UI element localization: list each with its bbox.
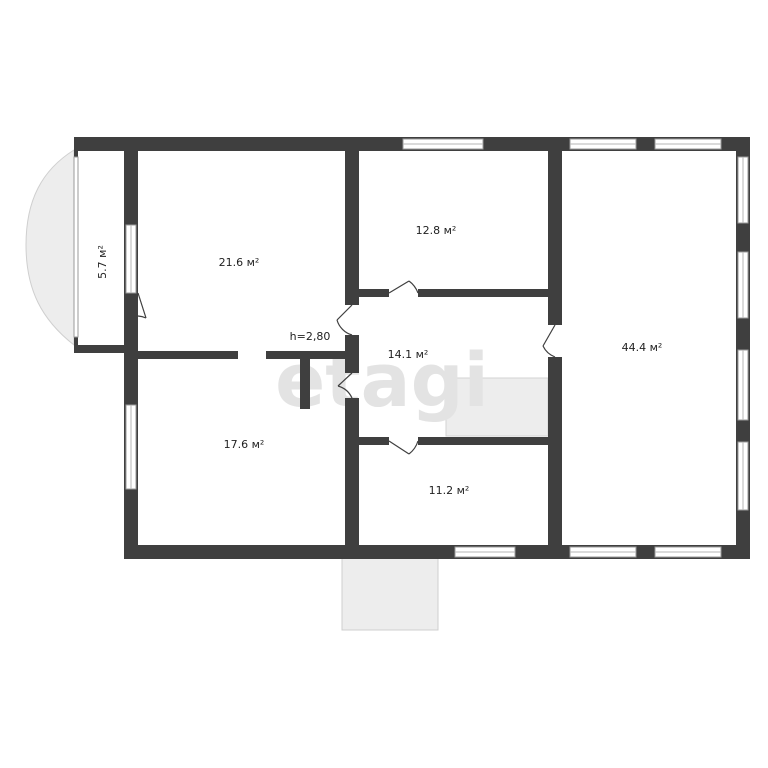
room-area-44: 44.4 м²: [622, 341, 663, 354]
room-area-17: 17.6 м²: [224, 438, 265, 451]
ceiling-height-label: h=2,80: [290, 330, 331, 343]
room-area-11: 11.2 м²: [429, 484, 470, 497]
room-area-hall: 14.1 м²: [388, 348, 429, 361]
room-area-21: 21.6 м²: [219, 256, 260, 269]
staircase-area: [445, 377, 549, 437]
room-area-12: 12.8 м²: [416, 224, 457, 237]
window-glass-lines: [130, 143, 744, 553]
bay-window-area: [25, 149, 75, 347]
room-area-balcony: 5.7 м²: [96, 245, 109, 279]
doors: [137, 280, 556, 455]
entrance-porch: [341, 557, 439, 631]
